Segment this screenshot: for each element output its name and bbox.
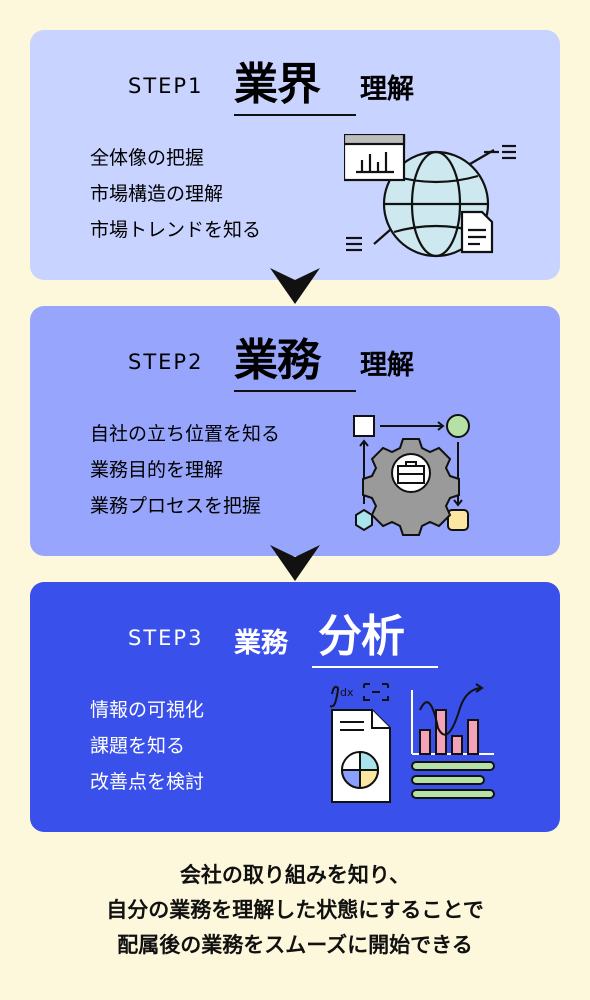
step3-big-title: 分析 [318,611,405,662]
step3-label: STEP3 [128,626,204,650]
svg-text:dx: dx [340,686,354,699]
step2-label: STEP2 [128,350,204,374]
list-item: 課題を知る [90,735,186,757]
list-item: 自社の立ち位置を知る [90,423,281,445]
step2-underline [234,390,356,392]
list-item: 市場トレンドを知る [90,219,262,241]
step3-underline [312,666,438,668]
step2-heading: STEP2 業務 理解 [128,332,548,402]
footer-summary: 会社の取り組みを知り、 自分の業務を理解した状態にすることで 配属後の業務をスム… [0,858,590,963]
list-item: 情報の可視化 [90,699,205,721]
down-arrow-icon [270,268,320,304]
step3-heading: STEP3 業務 分析 [128,608,548,678]
step2-item-list: 自社の立ち位置を知る 業務目的を理解 業務プロセスを把握 [90,416,280,524]
step1-small-title: 理解 [360,74,414,105]
step1-big-title: 業界 [234,59,321,110]
down-arrow-icon [270,545,320,581]
footer-line: 自分の業務を理解した状態にすることで [106,898,484,922]
analytics-report-icon: dx [329,683,495,803]
step2-big-title: 業務 [234,335,321,386]
gear-process-icon [353,414,470,536]
step1-card: STEP1 業界 理解 全体像の把握 市場構造の理解 市場トレンドを知る [30,30,560,280]
step2-card: STEP2 業務 理解 自社の立ち位置を知る 業務目的を理解 業務プロセスを把握 [30,306,560,556]
step3-small-title: 業務 [234,628,288,659]
step1-item-list: 全体像の把握 市場構造の理解 市場トレンドを知る [90,140,261,248]
step1-underline [234,114,356,116]
list-item: 全体像の把握 [90,147,205,169]
footer-line: 会社の取り組みを知り、 [179,863,411,887]
list-item: 業務プロセスを把握 [90,495,262,517]
step3-card: STEP3 業務 分析 情報の可視化 課題を知る 改善点を検討 dx [30,582,560,832]
footer-line: 配属後の業務をスムーズに開始できる [117,933,473,957]
globe-chart-icon [344,134,516,258]
step3-item-list: 情報の可視化 課題を知る 改善点を検討 [90,692,204,800]
step1-heading: STEP1 業界 理解 [128,56,548,126]
list-item: 改善点を検討 [90,771,205,793]
list-item: 業務目的を理解 [90,459,224,481]
step2-small-title: 理解 [360,350,414,381]
list-item: 市場構造の理解 [90,183,224,205]
step1-label: STEP1 [128,74,204,98]
